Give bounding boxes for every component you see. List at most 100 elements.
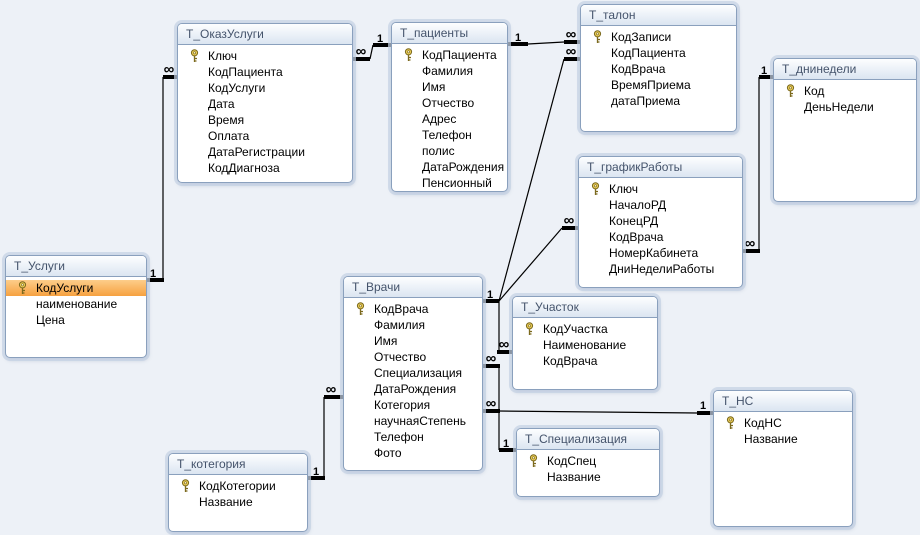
field-row[interactable]: КонецРД: [579, 213, 742, 229]
relationship-line[interactable]: ∞: [497, 301, 513, 354]
field-row[interactable]: Время: [178, 112, 352, 128]
table-title[interactable]: Т_ОказУслуги: [178, 24, 352, 45]
table-title[interactable]: Т_котегория: [169, 454, 307, 475]
field-row[interactable]: ДатаРождения: [392, 159, 507, 175]
field-row[interactable]: Фото: [344, 445, 482, 461]
field-row[interactable]: КодУчастка: [513, 321, 657, 337]
table-title[interactable]: Т_Участок: [513, 297, 657, 318]
field-row[interactable]: НачалоРД: [579, 197, 742, 213]
field-label: Оплата: [208, 129, 250, 143]
field-row[interactable]: Адрес: [392, 111, 507, 127]
field-row[interactable]: Котегория: [344, 397, 482, 413]
field-row[interactable]: Фамилия: [344, 317, 482, 333]
field-row[interactable]: КодНС: [714, 415, 852, 431]
field-row[interactable]: Цена: [6, 312, 146, 328]
table-title[interactable]: Т_Услуги: [6, 256, 146, 277]
relationship-line[interactable]: ∞1: [352, 33, 391, 61]
table-title[interactable]: Т_графикРаботы: [579, 157, 742, 178]
field-row[interactable]: Ключ: [579, 181, 742, 197]
field-row[interactable]: ДеньНедели: [774, 99, 916, 115]
field-row[interactable]: Дата: [178, 96, 352, 112]
field-label: КодПациента: [611, 46, 686, 60]
field-row[interactable]: Наименование: [513, 337, 657, 353]
field-row[interactable]: НомерКабинета: [579, 245, 742, 261]
field-row[interactable]: Специализация: [344, 365, 482, 381]
field-row[interactable]: Телефон: [392, 127, 507, 143]
field-row[interactable]: КодСпец: [517, 453, 659, 469]
relationship-line[interactable]: 1∞: [508, 26, 580, 46]
field-label: Пенсионный: [422, 176, 492, 190]
relation-segment[interactable]: [527, 41, 565, 45]
field-label: научнаяСтепень: [374, 414, 466, 428]
field-row[interactable]: КодКотегории: [169, 478, 307, 494]
field-row[interactable]: Имя: [344, 333, 482, 349]
field-row[interactable]: ДниНеделиРаботы: [579, 261, 742, 277]
field-row[interactable]: полис: [392, 143, 507, 159]
table-title[interactable]: Т_пациенты: [392, 23, 507, 44]
field-row[interactable]: Телефон: [344, 429, 482, 445]
field-row[interactable]: ВремяПриема: [581, 77, 736, 93]
field-label: КодВрача: [609, 230, 664, 244]
relation-segment[interactable]: [498, 410, 698, 414]
relationship-line[interactable]: 1∞: [743, 65, 774, 253]
field-row[interactable]: КодВрача: [581, 61, 736, 77]
field-label: КонецРД: [609, 214, 659, 228]
field-row[interactable]: Название: [169, 494, 307, 510]
field-row[interactable]: КодВрача: [344, 301, 482, 317]
field-row[interactable]: датаПриема: [581, 93, 736, 109]
relation-segment[interactable]: [498, 227, 563, 302]
field-row[interactable]: Отчество: [344, 349, 482, 365]
field-row[interactable]: Название: [714, 431, 852, 447]
cardinality-label-one: 1: [700, 400, 706, 412]
field-row[interactable]: КодВрача: [513, 353, 657, 369]
field-row[interactable]: КодПациента: [178, 64, 352, 80]
field-row[interactable]: Фамилия: [392, 63, 507, 79]
field-row[interactable]: КодЗаписи: [581, 29, 736, 45]
table-title[interactable]: Т_днинедели: [774, 59, 916, 80]
field-row[interactable]: КодДиагноза: [178, 160, 352, 176]
relationship-line[interactable]: ∞: [498, 212, 579, 302]
relation-segment[interactable]: [498, 58, 565, 302]
field-row[interactable]: Оплата: [178, 128, 352, 144]
table-title[interactable]: Т_НС: [714, 391, 852, 412]
field-row[interactable]: научнаяСтепень: [344, 413, 482, 429]
field-row[interactable]: КодУслуги: [178, 80, 352, 96]
field-row[interactable]: Отчество: [392, 95, 507, 111]
field-row[interactable]: КодВрача: [579, 229, 742, 245]
relationship-line[interactable]: ∞1: [483, 395, 714, 415]
table-title[interactable]: Т_Врачи: [344, 277, 482, 298]
field-row[interactable]: КодПациента: [581, 45, 736, 61]
field-row[interactable]: Пенсионный: [392, 175, 507, 191]
field-label: Адрес: [422, 112, 457, 126]
field-row-selected[interactable]: КодУслуги: [6, 280, 146, 296]
field-row[interactable]: наименование: [6, 296, 146, 312]
field-label: Наименование: [543, 338, 627, 352]
field-row[interactable]: ДатаРегистрации: [178, 144, 352, 160]
field-row[interactable]: Имя: [392, 79, 507, 95]
table-title[interactable]: Т_Специализация: [517, 429, 659, 450]
field-label: КодДиагноза: [208, 161, 280, 175]
field-label: КодВрача: [611, 62, 666, 76]
field-row[interactable]: Код: [774, 83, 916, 99]
field-row[interactable]: Название: [517, 469, 659, 485]
table-title[interactable]: Т_талон: [581, 5, 736, 26]
field-row[interactable]: Ключ: [178, 48, 352, 64]
relation-segment[interactable]: [369, 44, 374, 60]
field-row[interactable]: ДатаРождения: [344, 381, 482, 397]
relationship-line[interactable]: 1∞: [147, 61, 178, 282]
relationship-line[interactable]: 1∞: [308, 381, 344, 480]
field-row[interactable]: КодПациента: [392, 47, 507, 63]
